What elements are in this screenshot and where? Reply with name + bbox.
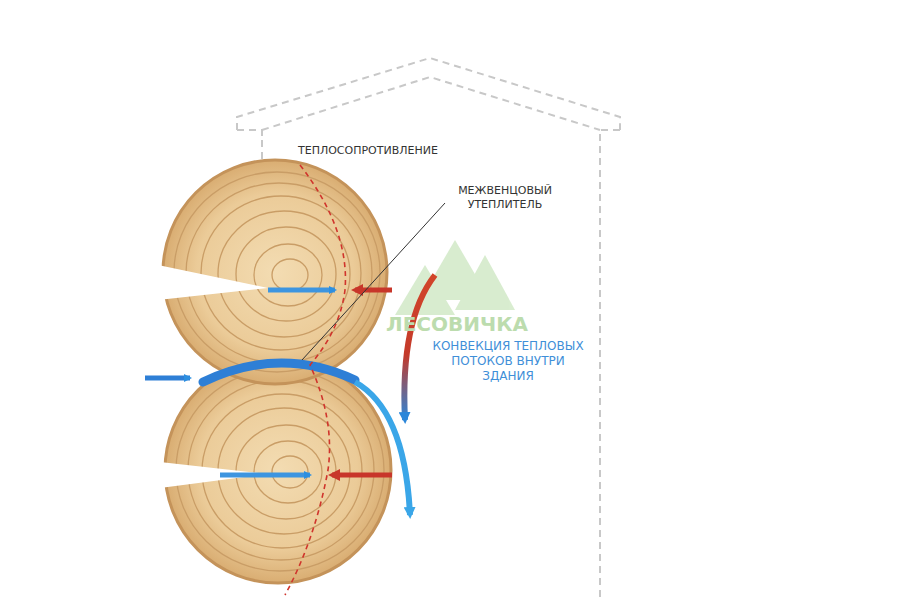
part-label: МЕЖВЕНЦОВЫЙ УТЕПЛИТЕЛЬ <box>450 184 560 212</box>
watermark-logo <box>395 240 515 315</box>
convection-arrow <box>404 275 435 420</box>
cold-arrow <box>268 288 335 293</box>
bottom-log <box>160 357 391 583</box>
heat-arrow <box>332 473 392 478</box>
dimension-label: ТЕПЛОСОПРОТИВЛЕНИЕ <box>298 144 498 158</box>
watermark: ЛЕСОВИЧКА <box>372 312 542 337</box>
leader-line <box>302 203 445 360</box>
top-log <box>158 160 387 384</box>
thermal-resistance-line <box>285 165 345 595</box>
flow-label: КОНВЕКЦИЯ ТЕПЛОВЫХ ПОТОКОВ ВНУТРИ ЗДАНИЯ <box>428 339 588 384</box>
heat-arrow <box>355 288 392 293</box>
cold-arrow <box>220 473 310 478</box>
insulation-band <box>203 363 355 382</box>
cold-arrow <box>145 376 190 381</box>
